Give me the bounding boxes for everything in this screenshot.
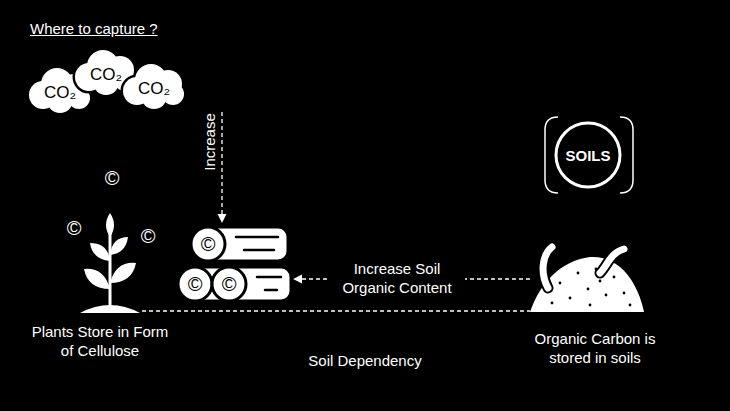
soil-drawing	[530, 247, 644, 312]
title: Where to capture ?	[30, 20, 158, 39]
bracket	[620, 117, 633, 193]
circle-outline	[556, 123, 620, 187]
node-shape	[78, 205, 142, 313]
node-text: ©	[222, 274, 237, 294]
dashed-connector	[221, 112, 222, 222]
soils-circle: SOILS	[553, 120, 623, 190]
co2-cloud: CO₂ CO₂ CO₂	[30, 48, 230, 112]
edge-label: Increase	[201, 113, 220, 171]
node-text: Plants Store in Form of Cellulose	[25, 323, 175, 361]
node-text: Organic Carbon is stored in soils	[523, 330, 668, 368]
logs-drawing	[178, 227, 291, 301]
plant-drawing	[80, 213, 140, 313]
node-text: ©	[201, 234, 216, 254]
node-text: CO₂	[44, 84, 76, 101]
node-shape	[530, 243, 644, 312]
node-text: SOILS	[565, 148, 610, 163]
node-shape	[30, 48, 230, 112]
carbon-symbol: ©	[105, 168, 120, 188]
plant-icon: Plants Store in Form of Cellulose	[78, 205, 142, 313]
edge-label: Soil Dependency	[308, 352, 421, 371]
edge-label: Increase Soil Organic Content	[329, 260, 465, 298]
node-text: CO₂	[138, 80, 170, 97]
carbon-symbol: ©	[67, 218, 82, 238]
cloud-shape	[123, 64, 184, 109]
logs-icon: © © ©	[176, 222, 294, 304]
soil-mound: Organic Carbon is stored in soils	[530, 243, 644, 312]
dashed-connector	[142, 310, 530, 311]
carbon-symbol: ©	[141, 226, 156, 246]
node-text: CO₂	[90, 66, 122, 83]
node-text: ©	[188, 274, 203, 294]
